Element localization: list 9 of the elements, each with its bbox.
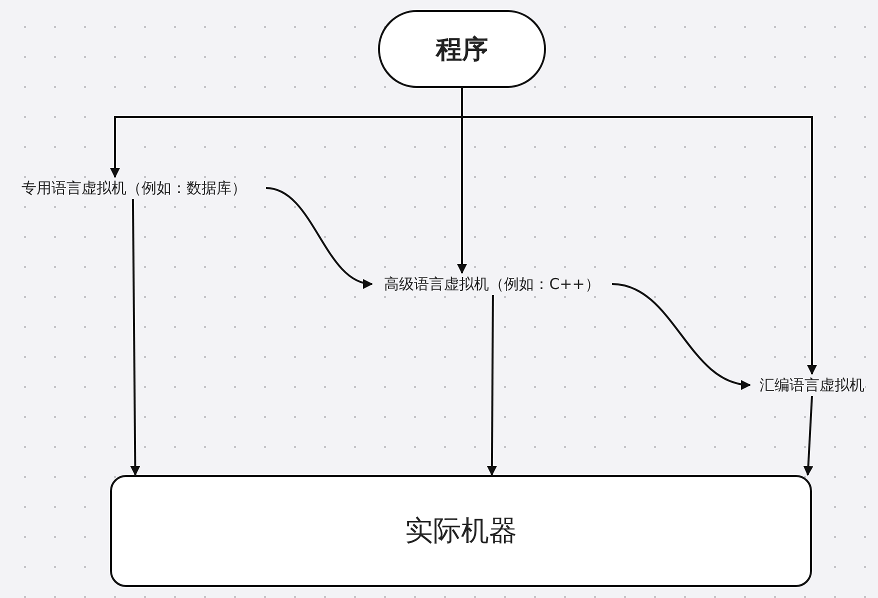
rounded-box (110, 475, 812, 587)
arrow (612, 283, 751, 389)
arrow (266, 187, 373, 288)
arrow (486, 295, 497, 476)
arrow (803, 396, 814, 476)
node-text: 实际机器 (405, 513, 517, 549)
arrow (130, 199, 140, 476)
node-label: 汇编语言虚拟机 (760, 376, 864, 394)
node-text: 程序 (436, 34, 488, 66)
